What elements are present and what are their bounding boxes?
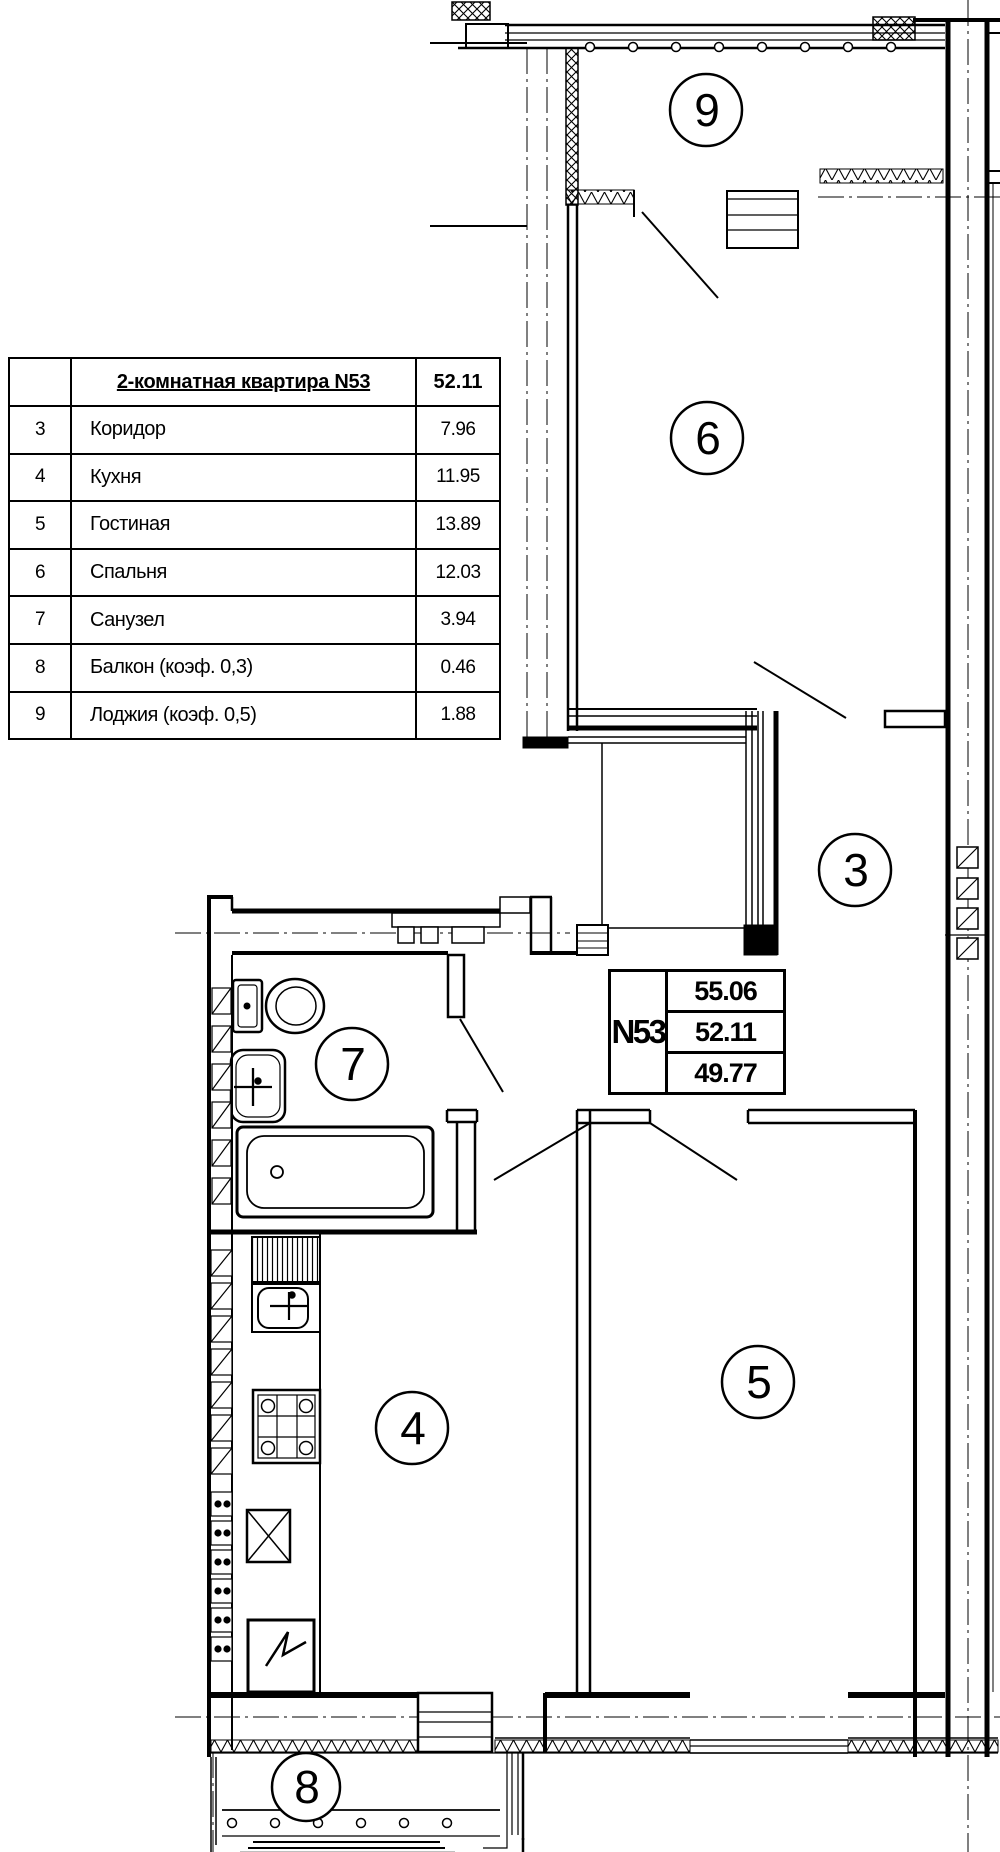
room-circles: 9 6 3 7 4 5 8: [270, 72, 893, 1823]
balcony-railing-posts: [226, 1817, 453, 1829]
row-number: 4: [10, 454, 72, 501]
apartment-stamp: N53 55.06 52.11 49.77: [608, 969, 786, 1095]
table-row: 9 Лоджия (коэф. 0,5) 1.88: [10, 690, 499, 739]
row-number: 7: [10, 597, 72, 643]
table-row: 5 Гостиная 13.89: [10, 500, 499, 548]
stamp-area-living: 52.11: [668, 1010, 783, 1051]
row-value: 1.88: [440, 704, 476, 726]
table-row: 6 Спальня 12.03: [10, 547, 499, 596]
row-name: Спальня: [72, 549, 417, 596]
room-circle-balcony: 8: [270, 1751, 342, 1823]
stove-fixture: [251, 1388, 322, 1465]
row-number: 3: [10, 407, 72, 453]
living-room-window: [690, 1739, 848, 1754]
hall-shelf: [391, 912, 501, 928]
bathtub-fixture: [235, 1125, 435, 1219]
room-label-corridor: 3: [843, 844, 867, 896]
row-name: Коридор: [72, 407, 417, 453]
kitchen-sink-fixture: [251, 1283, 321, 1333]
bathroom-fixtures: [209, 977, 479, 1235]
row-number: 6: [10, 549, 72, 596]
bottom-exterior-wall: [209, 1691, 999, 1754]
stamp-area-reduced: 49.77: [668, 1051, 783, 1092]
entry-hall-walls: [207, 895, 609, 1757]
apartment-number: N53: [611, 972, 668, 1092]
fridge-place-fixture: [245, 1508, 292, 1564]
bedroom-walls: [430, 42, 947, 749]
bedroom-door-jamb: [883, 709, 947, 729]
kitchen-walls: [210, 955, 321, 1750]
room-circle-bathroom: 7: [314, 1026, 390, 1102]
axis-centerlines: [175, 0, 1000, 1852]
table-row: 7 Санузел 3.94: [10, 595, 499, 643]
legend-total-area: 52.11: [433, 370, 483, 393]
loggia-walls: [451, 1, 1000, 299]
loggia-glazing-posts: [584, 41, 897, 53]
duct-shaft: [568, 711, 779, 956]
kitchen-fixtures: [245, 1236, 322, 1694]
row-value: 11.95: [436, 466, 480, 488]
water-heater-fixture: [246, 1618, 316, 1694]
kitchen-door-leaf: [493, 1122, 591, 1181]
room-label-kitchen: 4: [400, 1402, 425, 1454]
room-label-living: 5: [746, 1356, 770, 1408]
room-circle-corridor: 3: [817, 832, 893, 908]
room-label-bedroom: 6: [695, 412, 719, 464]
legend-header-number: [10, 359, 72, 405]
room-label-loggia: 9: [694, 84, 718, 136]
wall-vent-markers: [956, 846, 979, 960]
bathroom-door-stub: [446, 953, 466, 1019]
room-circle-loggia: 9: [668, 72, 744, 148]
living-room-walls: [493, 1108, 915, 1693]
bathroom-corner-wall: [445, 1108, 479, 1233]
bedroom-door-leaf: [753, 661, 847, 719]
kitchen-counter-drainer: [251, 1236, 321, 1283]
room-circle-kitchen: 4: [374, 1390, 450, 1466]
table-row: 8 Балкон (коэф. 0,3) 0.46: [10, 642, 499, 691]
toilet-fixture: [231, 977, 326, 1035]
room-legend-table: 2-комнатная квартира N53 52.11 3 Коридор…: [8, 357, 501, 741]
row-value: 7.96: [440, 418, 476, 440]
row-value: 13.89: [435, 513, 481, 535]
room-label-balcony: 8: [294, 1761, 318, 1813]
row-value: 12.03: [435, 561, 481, 583]
left-wall-hatch: [210, 987, 233, 1475]
room-label-bathroom: 7: [340, 1038, 364, 1090]
living-room-door-leaf: [649, 1122, 738, 1181]
row-number: 8: [10, 644, 72, 691]
entry-door-threshold: [576, 924, 609, 956]
row-name: Лоджия (коэф. 0,5): [72, 692, 417, 739]
row-value: 0.46: [440, 656, 476, 678]
stamp-area-total: 55.06: [694, 975, 758, 1006]
row-name: Гостиная: [72, 502, 417, 548]
right-exterior-wall: [913, 18, 1000, 1757]
balcony-glazing: [483, 1753, 525, 1852]
row-number: 9: [10, 692, 72, 739]
washbasin-fixture: [229, 1048, 287, 1124]
row-number: 5: [10, 502, 72, 548]
balcony: [210, 1753, 525, 1852]
row-value: 3.94: [440, 609, 476, 631]
room-circle-bedroom: 6: [669, 400, 745, 476]
legend-header-row: 2-комнатная квартира N53 52.11: [10, 359, 499, 405]
bathroom-door-leaf: [459, 1018, 504, 1093]
table-row: 4 Кухня 11.95: [10, 452, 499, 501]
legend-title: 2-комнатная квартира N53: [72, 359, 417, 405]
table-row: 3 Коридор 7.96: [10, 405, 499, 453]
row-name: Балкон (коэф. 0,3): [72, 644, 417, 691]
row-name: Санузел: [72, 597, 417, 643]
left-wall-anchor-cells: [210, 1491, 233, 1662]
loggia-door-leaf: [641, 211, 719, 299]
row-name: Кухня: [72, 454, 417, 501]
room-circle-living: 5: [720, 1344, 796, 1420]
